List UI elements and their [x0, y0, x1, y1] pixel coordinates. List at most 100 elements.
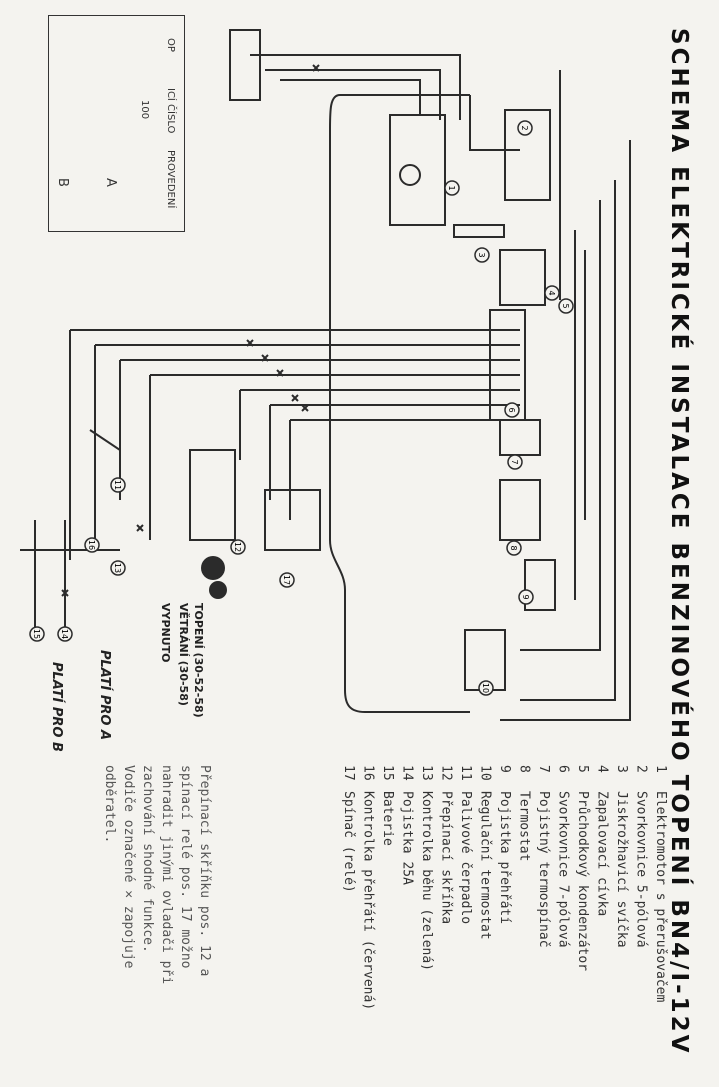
note-line: zachování shodné funkce. — [140, 765, 155, 953]
component-number: 16 — [87, 540, 96, 550]
switch-label-vypnuto: VYPNUTO — [159, 603, 172, 663]
component-number: 4 — [547, 290, 556, 295]
legend-number: 12 — [438, 765, 454, 781]
legend-number: 9 — [497, 765, 512, 773]
legend-item: 17Spínač (relé) — [341, 765, 356, 893]
component-number-circle — [506, 540, 522, 556]
table-header-provedeni: PROVEDENÍ — [165, 150, 176, 209]
legend-number: 8 — [516, 765, 532, 773]
plati-pro-b-label: PLATÍ PRO B — [49, 662, 64, 752]
component-number: 13 — [113, 563, 122, 573]
revision-table — [48, 15, 185, 232]
legend-number: 2 — [633, 765, 649, 773]
component-number-circle — [478, 680, 494, 696]
legend-number: 13 — [419, 765, 434, 781]
legend-text: Svorkovnice 7-pólová — [555, 791, 571, 948]
legend-item: 5Průchodkový kondenzátor — [575, 765, 590, 971]
component-number-circle — [507, 454, 523, 470]
note-line: odběratel. — [102, 765, 117, 844]
component-symbols — [201, 164, 505, 599]
legend-item: 12Přepínací skříňka — [439, 765, 454, 924]
component-number: 10 — [481, 683, 490, 693]
legend-text: Pojistný termospínač — [536, 791, 551, 948]
legend-text: Zapalovací cívka — [594, 791, 610, 917]
component-number: 8 — [509, 545, 518, 550]
legend-text: Pojistka přehřátí — [497, 791, 512, 925]
legend-item: 13Kontrolka běhu (zelená) — [419, 765, 434, 971]
legend-text: Přepínací skříňka — [438, 791, 454, 925]
legend-item: 15Baterie — [380, 765, 395, 846]
legend-number: 4 — [594, 765, 610, 773]
legend-item: 14Pojistka 25A — [400, 765, 415, 885]
legend-item: 6Svorkovnice 7-pólová — [556, 765, 571, 948]
wires — [20, 29, 631, 721]
legend-text: Spínač (relé) — [341, 791, 356, 893]
component-number-circle — [444, 180, 460, 196]
legend-number: 3 — [614, 765, 629, 773]
component-number: 6 — [507, 407, 516, 412]
legend-text: Průchodkový kondenzátor — [575, 791, 590, 972]
legend-item: 2Svorkovnice 5-pólová — [634, 765, 649, 948]
component-number: 11 — [113, 480, 122, 490]
legend-text: Kontrolka přehřátí (červená) — [360, 791, 376, 1011]
legend-number: 7 — [536, 765, 551, 773]
plati-pro-a-label: PLATÍ PRO A — [97, 650, 112, 741]
note-line: nahradit jinými ovladači při — [159, 765, 174, 985]
legend-number: 14 — [399, 765, 415, 781]
legend-number: 1 — [653, 765, 668, 773]
legend-text: Termostat — [516, 791, 532, 862]
component-number-circle — [504, 402, 520, 418]
table-row-b: B — [55, 178, 70, 187]
legend-item: 8Termostat — [517, 765, 532, 861]
component-number-circle — [279, 572, 295, 588]
component-number: 2 — [520, 125, 529, 130]
legend-item: 4Zapalovací cívka — [595, 765, 610, 916]
table-header-op: OP — [165, 38, 176, 52]
switch-label-vetrani: VĚTRÁNÍ (30-58) — [177, 603, 190, 706]
component-number-circle — [84, 537, 100, 553]
note-line: Vodiče označené ✕ zapojuje — [121, 765, 136, 969]
component-number-circle — [29, 626, 45, 642]
component-number: 15 — [32, 629, 41, 639]
legend-item: 1Elektromotor s přerušovačem — [653, 765, 668, 1002]
component-number: 7 — [510, 459, 519, 464]
component-number-circle — [558, 298, 574, 314]
component-number-circle — [110, 477, 126, 493]
component-number-circle — [230, 539, 246, 555]
legend-text: Regulační termostat — [477, 791, 493, 940]
switch-label-topeni: TOPENÍ (30-52-58) — [192, 603, 205, 718]
table-value: 100 — [139, 100, 150, 120]
legend-text: Jiskrožhavicí svíčka — [614, 791, 629, 948]
component-number: 17 — [282, 575, 291, 585]
component-number-circle — [474, 247, 490, 263]
legend-number: 11 — [458, 765, 473, 781]
legend-item: 9Pojistka přehřátí — [497, 765, 512, 924]
component-number: 9 — [521, 594, 530, 599]
legend-text: Pojistka 25A — [399, 791, 415, 885]
legend-number: 10 — [477, 765, 493, 781]
table-header-cislo: ICÍ ČÍSLO — [165, 88, 176, 134]
legend-text: Svorkovnice 5-pólová — [633, 791, 649, 948]
note-line: spínací relé pos. 17 možno — [178, 765, 193, 969]
component-number: 3 — [477, 252, 486, 257]
component-number-circle — [517, 120, 533, 136]
legend-item: 11Palivové čerpadlo — [458, 765, 473, 924]
diagram-title: SCHEMA ELEKTRICKÉ INSTALACE BENZINOVÉHO … — [666, 28, 692, 1056]
component-number: 14 — [60, 629, 69, 639]
legend-text: Kontrolka běhu (zelená) — [419, 791, 434, 972]
legend-item: 10Regulační termostat — [478, 765, 493, 940]
legend-item: 7Pojistný termospínač — [536, 765, 551, 948]
legend-text: Palivové čerpadlo — [458, 791, 473, 925]
component-number-circle — [110, 560, 126, 576]
legend-number: 5 — [575, 765, 590, 773]
component-number-circle — [544, 285, 560, 301]
legend-number: 16 — [360, 765, 376, 781]
component-number-circle — [57, 626, 73, 642]
component-number: 5 — [561, 303, 570, 308]
legend-item: 16Kontrolka přehřátí (červená) — [361, 765, 376, 1010]
component-number-circle — [518, 589, 534, 605]
legend-text: Elektromotor s přerušovačem — [653, 791, 668, 1003]
note-line: Přepínací skříňku pos. 12 a — [197, 765, 212, 977]
